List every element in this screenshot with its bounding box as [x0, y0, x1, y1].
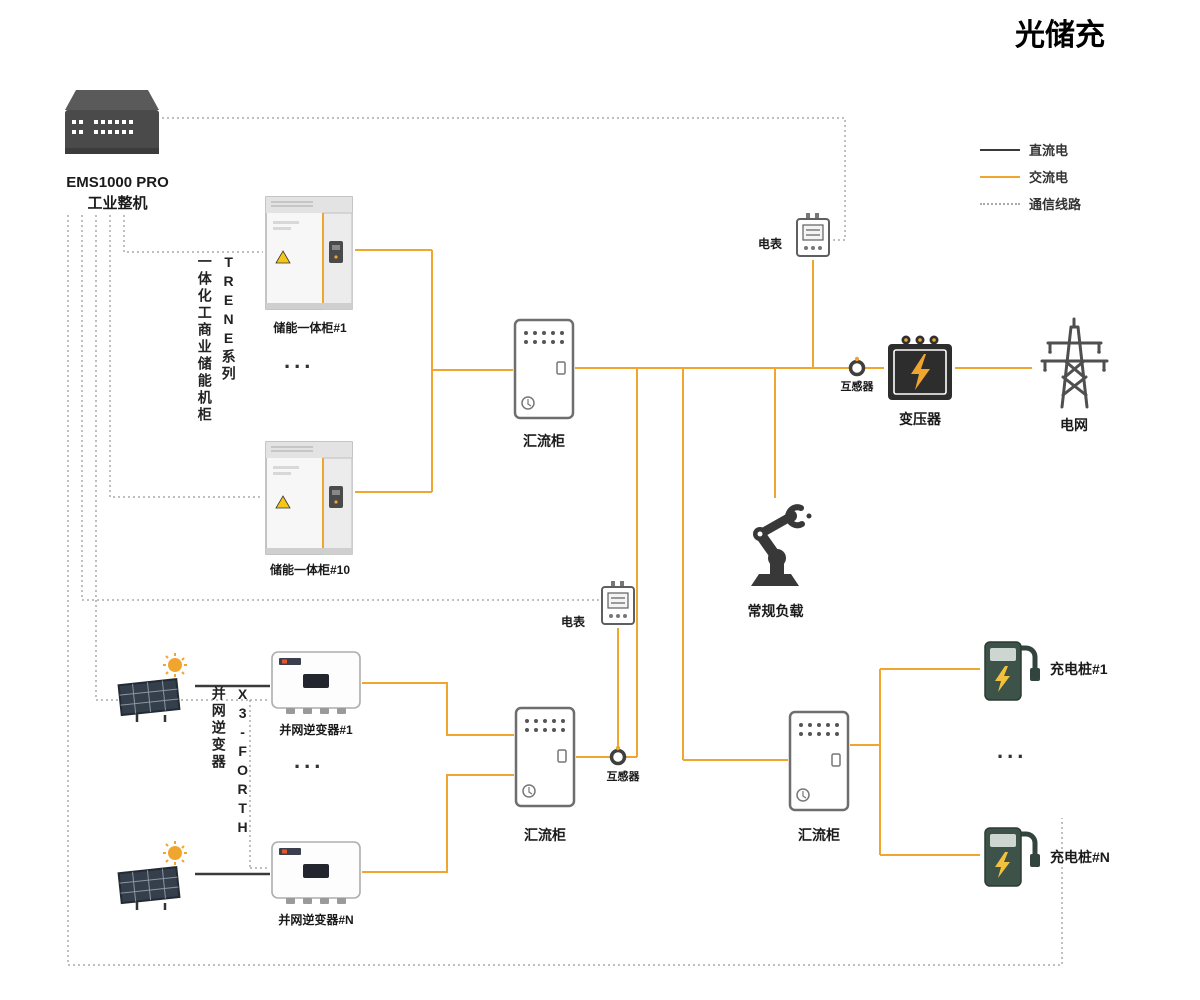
transformer-icon [884, 332, 956, 409]
page-title: 光储充 [1015, 19, 1105, 52]
combiner-cabinet-2-icon [514, 706, 576, 813]
ac-line-sample [980, 175, 1020, 178]
legend-label-ac: 交流电 [1029, 170, 1069, 185]
inverter-n-label: 并网逆变器#N [278, 913, 354, 927]
legend-row-dc: 直流电 [980, 140, 1081, 159]
legend: 直流电 交流电 通信线路 [980, 140, 1081, 213]
legend-label-dc: 直流电 [1029, 143, 1069, 158]
combiner-cabinet-1-icon [513, 318, 575, 425]
legend-label-comm: 通信线路 [1029, 197, 1082, 212]
current-transformer-1-icon [847, 356, 867, 383]
meter-1-label: 电表 [757, 237, 782, 251]
charger-n-label: 充电桩#N [1050, 849, 1110, 865]
ems-label: EMS1000 PRO 工业整机 [25, 172, 210, 214]
storage-cabinet-10-icon [263, 438, 355, 563]
charger-1-label: 充电桩#1 [1050, 661, 1108, 677]
inverter-n-icon [270, 840, 362, 911]
current-transformer-1-label: 互感器 [840, 381, 874, 393]
transformer-label: 变压器 [899, 411, 941, 427]
combiner-cabinet-3-icon [788, 710, 850, 817]
storage-cabinet-1-icon [263, 193, 355, 318]
storage-series-label: TRENE系列 一体化工商业储能机柜 [192, 254, 240, 534]
inverter-ellipsis: ... [294, 748, 325, 773]
combiner-cabinet-3-label: 汇流柜 [798, 827, 840, 843]
meter-2-icon [599, 580, 637, 633]
storage-ellipsis: ... [284, 348, 315, 373]
dc-line-sample [980, 148, 1020, 151]
inverter-series-desc: 并网逆变器 [210, 686, 227, 771]
storage-series-name: TRENE系列 [220, 254, 237, 383]
storage-cabinet-10-label: 储能一体柜#10 [269, 563, 351, 577]
storage-series-desc: 一体化工商业储能机柜 [196, 254, 213, 424]
ems-label-line2: 工业整机 [87, 195, 148, 212]
meter-2-label: 电表 [560, 615, 585, 629]
solar-panel-2-icon [115, 840, 195, 917]
power-grid-label: 电网 [1060, 417, 1088, 433]
current-transformer-2-label: 互感器 [606, 771, 640, 783]
power-grid-icon [1032, 315, 1117, 415]
inverter-series-name: X3-FORTH [234, 686, 251, 838]
inverter-1-icon [270, 650, 362, 721]
charger-ellipsis: ... [997, 738, 1028, 763]
current-transformer-2-icon [608, 745, 628, 772]
combiner-cabinet-2-label: 汇流柜 [524, 827, 566, 843]
inverter-series-label: X3-FORTH 并网逆变器 [206, 686, 254, 861]
ems-label-line1: EMS1000 PRO [66, 174, 169, 191]
charger-1-icon [980, 636, 1042, 709]
comm-line-sample [980, 202, 1020, 205]
legend-row-ac: 交流电 [980, 167, 1081, 186]
legend-row-comm: 通信线路 [980, 194, 1081, 213]
regular-load-label: 常规负载 [747, 603, 804, 619]
inverter-1-label: 并网逆变器#1 [279, 723, 353, 737]
storage-cabinet-1-label: 储能一体柜#1 [273, 321, 347, 335]
meter-1-icon [794, 212, 832, 265]
regular-load-icon [733, 498, 818, 595]
combiner-cabinet-1-label: 汇流柜 [523, 433, 565, 449]
charger-n-icon [980, 822, 1042, 895]
ems-icon [62, 78, 162, 171]
solar-panel-1-icon [115, 652, 195, 729]
